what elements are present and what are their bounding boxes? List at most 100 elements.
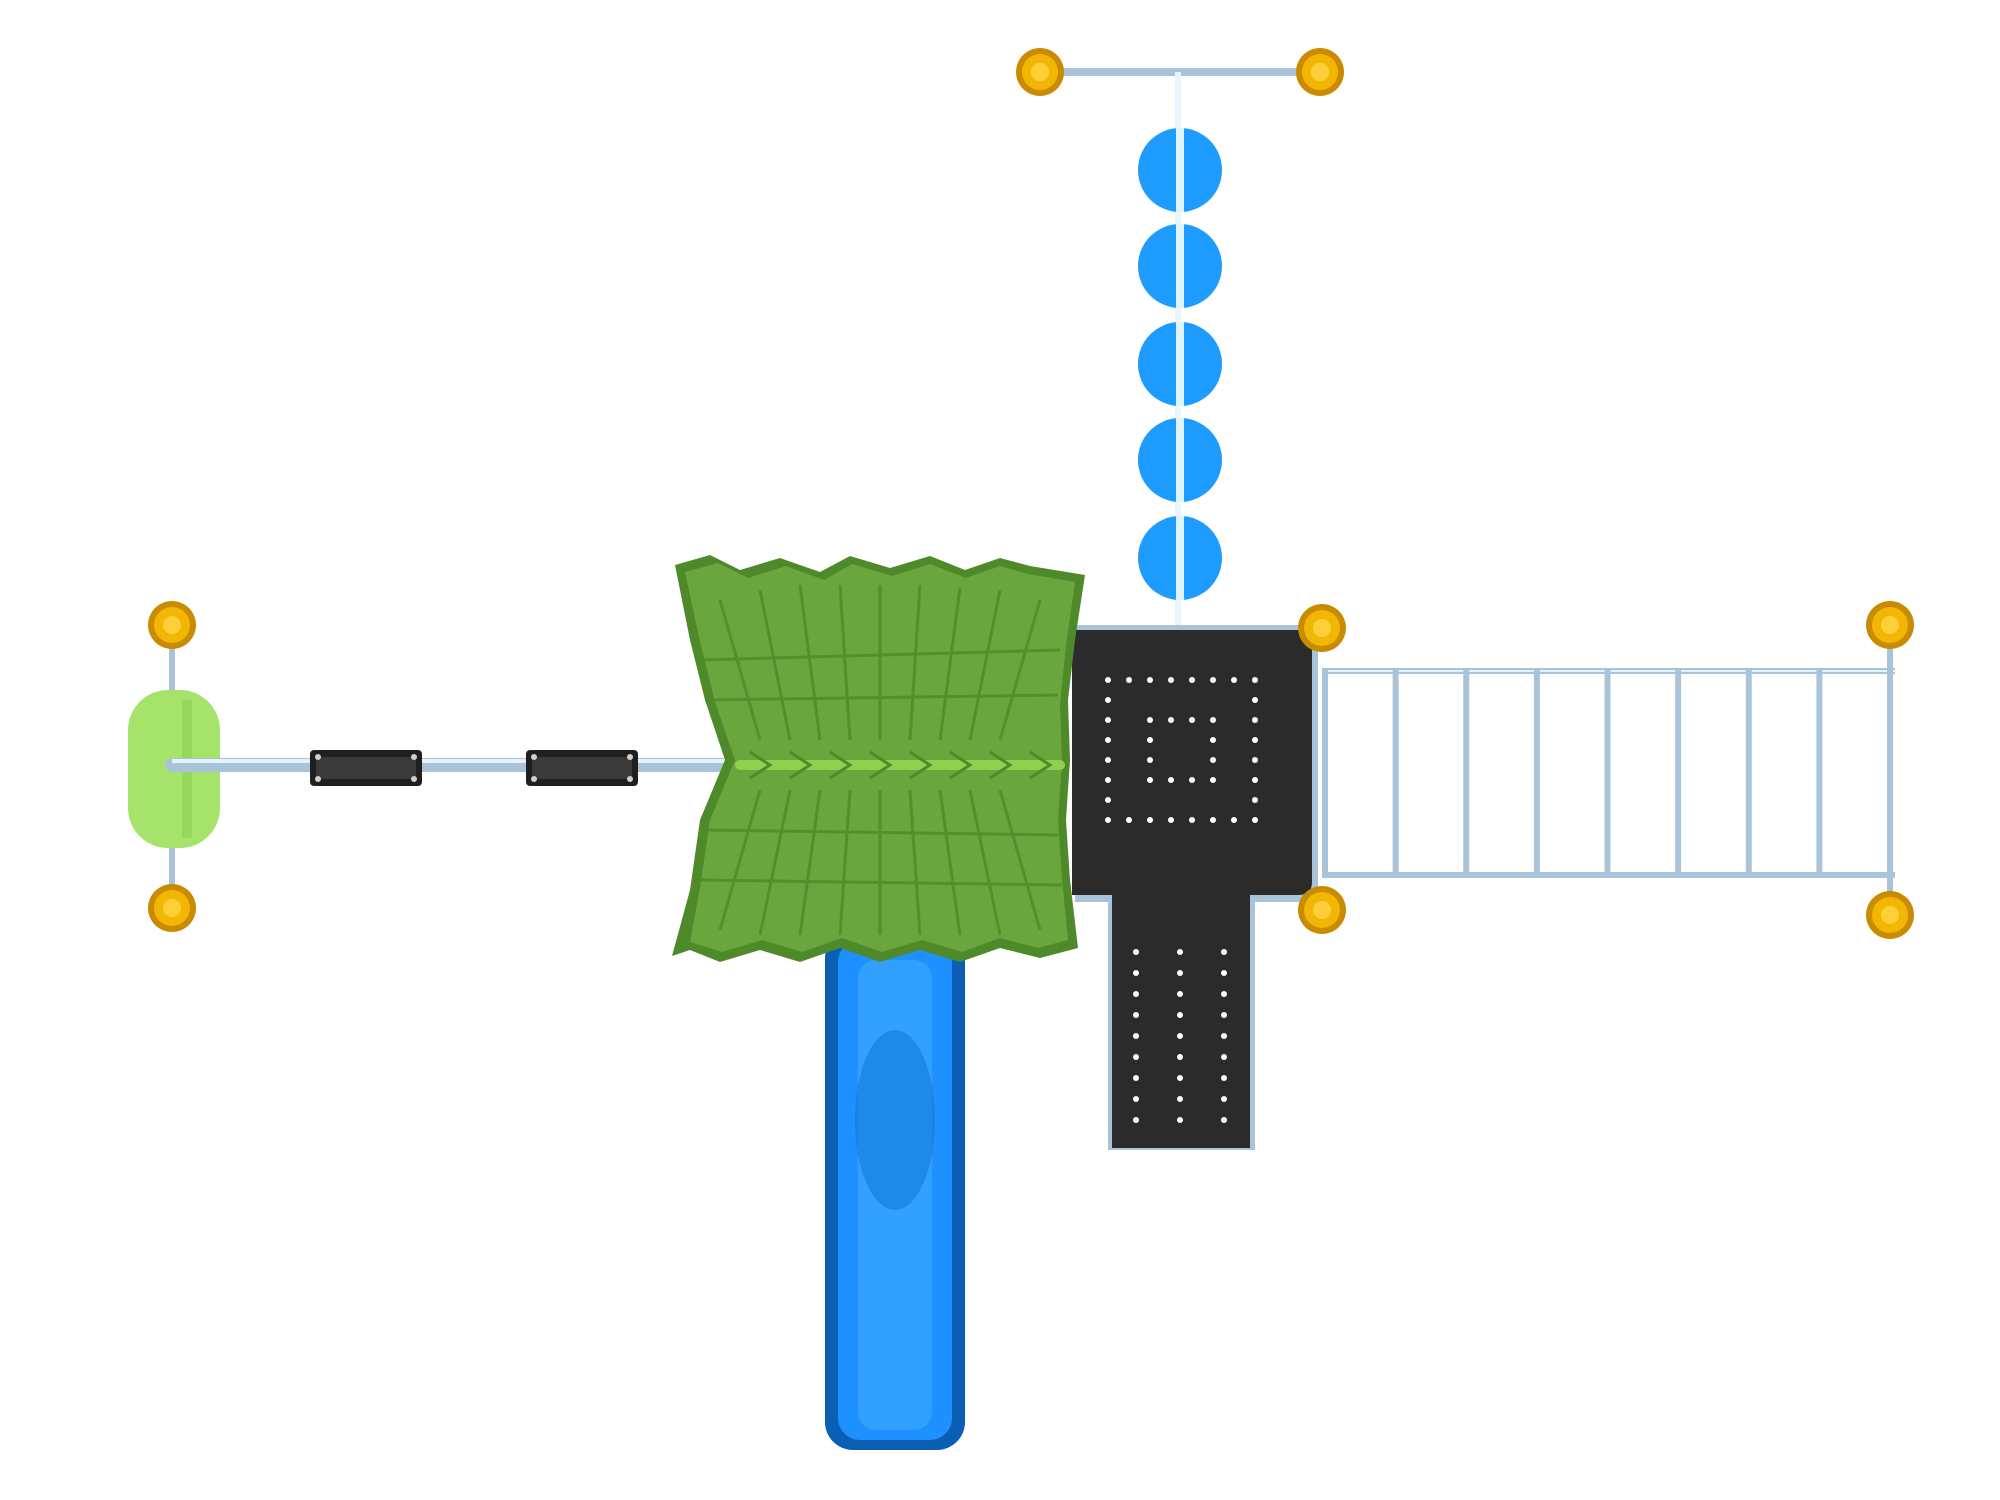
deck-dot [1105,777,1111,783]
deck-dot [1252,677,1258,683]
deck-surface [1072,630,1312,1148]
stepping-disc [1138,322,1222,406]
deck-dot [1221,1075,1227,1081]
deck-dot [1210,717,1216,723]
deck-dot [1126,817,1132,823]
deck-platform [1072,625,1318,1150]
deck-dot [1221,1012,1227,1018]
deck-dot [1147,777,1153,783]
deck-dot [1133,970,1139,976]
deck-dot [1177,1117,1183,1123]
deck-dot [1252,697,1258,703]
ladder-rungs [1322,668,1893,878]
deck-dot [1168,717,1174,723]
deck-dot [1177,1096,1183,1102]
deck-dot [1168,677,1174,683]
post-left-bottom [148,884,196,932]
green-leaf-canopy [672,555,1085,962]
deck-dot [1177,991,1183,997]
ladder-rung [1816,668,1823,878]
deck-dot [1231,817,1237,823]
deck-dot [1105,737,1111,743]
deck-dot [1133,1117,1139,1123]
deck-dot [1189,717,1195,723]
deck-dot [1177,1012,1183,1018]
deck-dot [1221,970,1227,976]
ladder-rung [1392,668,1399,878]
ladder-rung [1745,668,1752,878]
deck-dot [1147,677,1153,683]
deck-dot [1105,757,1111,763]
deck-dot [1221,991,1227,997]
deck-dot [1105,797,1111,803]
deck-dot [1189,777,1195,783]
ladder-rung [1675,668,1682,878]
deck-dot [1252,817,1258,823]
deck-dot [1210,777,1216,783]
deck-dot [1177,970,1183,976]
deck-dot [1147,717,1153,723]
deck-dot [1126,677,1132,683]
deck-dot [1168,817,1174,823]
deck-dot [1133,949,1139,955]
post-deck-top-right [1298,604,1346,652]
deck-dot [1147,817,1153,823]
horizontal-ladder [1322,601,1914,939]
deck-dot [1147,757,1153,763]
deck-dot [1221,1096,1227,1102]
deck-dot [1177,1075,1183,1081]
stepping-disc [1138,418,1222,502]
deck-dot [1177,949,1183,955]
deck-dot [1105,817,1111,823]
stepping-disc [1138,516,1222,600]
post-deck-bottom-right [1298,886,1346,934]
deck-dot [1221,1117,1227,1123]
deck-dot [1252,757,1258,763]
deck-dot [1133,1033,1139,1039]
deck-dot [1147,737,1153,743]
deck-dot [1105,677,1111,683]
tube-slide [825,930,965,1450]
stepping-disc [1138,224,1222,308]
deck-dot [1133,1054,1139,1060]
deck-dot [1189,677,1195,683]
deck-dot [1105,717,1111,723]
ladder-rung [1533,668,1540,878]
deck-dot [1105,697,1111,703]
grip-left [310,750,422,786]
deck-dot [1252,797,1258,803]
ladder-rung [1604,668,1611,878]
deck-dot [1133,1012,1139,1018]
deck-dot [1210,737,1216,743]
post-ladder-top [1866,601,1914,649]
grip-right [526,750,638,786]
deck-dot [1168,777,1174,783]
deck-dot [1210,677,1216,683]
post-top-left [1016,48,1064,96]
deck-dot [1177,1054,1183,1060]
ladder-rung [1463,668,1470,878]
deck-dot [1231,677,1237,683]
deck-dot [1252,777,1258,783]
deck-dot [1133,1075,1139,1081]
deck-dot [1189,817,1195,823]
deck-dot [1252,737,1258,743]
post-left-top [148,601,196,649]
deck-dot [1177,1033,1183,1039]
deck-dot [1210,817,1216,823]
deck-dot [1252,717,1258,723]
post-ladder-bottom [1866,891,1914,939]
left-seat-assembly [128,601,742,932]
deck-dot [1133,1096,1139,1102]
deck-dot [1133,991,1139,997]
deck-dot [1210,757,1216,763]
ladder-rung [1322,668,1328,878]
stepping-disc [1138,128,1222,212]
stepping-discs [1138,128,1222,600]
post-top-right [1296,48,1344,96]
deck-perforation-dots [1105,677,1258,1123]
deck-dot [1221,1033,1227,1039]
deck-dot [1221,949,1227,955]
deck-dot [1221,1054,1227,1060]
